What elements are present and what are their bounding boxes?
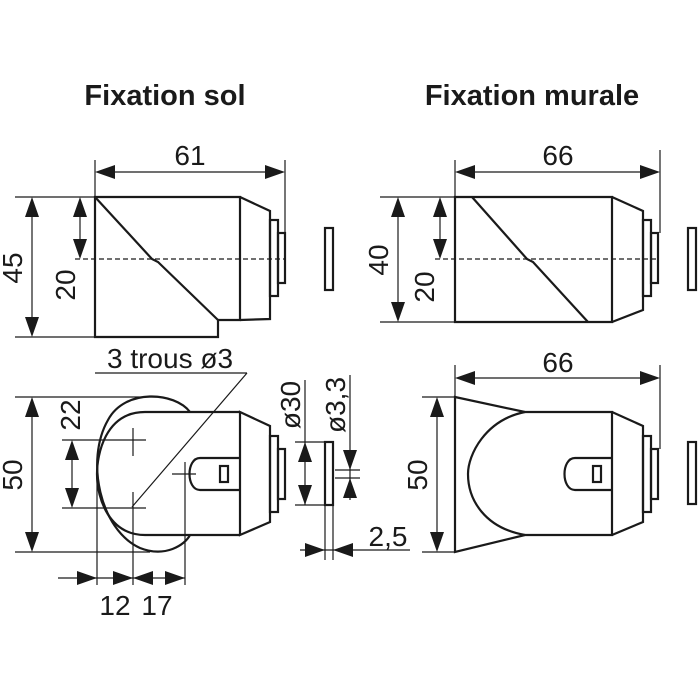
floor-side-view: 61 45 20 xyxy=(0,140,335,339)
dim-wall-height: 40 xyxy=(363,244,394,275)
dim-offset-b: 17 xyxy=(141,590,172,621)
dim-wall-top-length: 66 xyxy=(542,347,573,378)
dim-offset-a: 12 xyxy=(99,590,130,621)
title-floor: Fixation sol xyxy=(84,80,245,112)
wall-top-view: 66 50 xyxy=(402,347,698,554)
plate-detail: ø30 ø3,3 2,5 xyxy=(275,375,410,560)
floor-top-view: 3 trous ø3 50 22 12 17 xyxy=(0,343,287,621)
dim-plate-diameter: ø30 xyxy=(275,381,306,429)
dim-wall-axis-height: 20 xyxy=(409,271,440,302)
dim-floor-length: 61 xyxy=(174,140,205,171)
dim-wall-top-width: 50 xyxy=(402,459,433,490)
mounting-plate xyxy=(686,440,698,506)
dim-hole-spacing: 22 xyxy=(55,399,86,430)
wall-side-view: 66 40 20 xyxy=(363,140,698,324)
mounting-plate xyxy=(323,226,335,292)
dim-floor-width: 50 xyxy=(0,459,28,490)
mounting-plate xyxy=(686,226,698,292)
dim-wall-length: 66 xyxy=(542,140,573,171)
dim-plate-thickness: 2,5 xyxy=(369,521,408,552)
dim-floor-axis-height: 20 xyxy=(50,269,81,300)
title-wall: Fixation murale xyxy=(425,80,639,112)
holes-note: 3 trous ø3 xyxy=(107,343,233,374)
dim-floor-height: 45 xyxy=(0,252,28,283)
dim-plate-hole: ø3,3 xyxy=(320,377,351,433)
